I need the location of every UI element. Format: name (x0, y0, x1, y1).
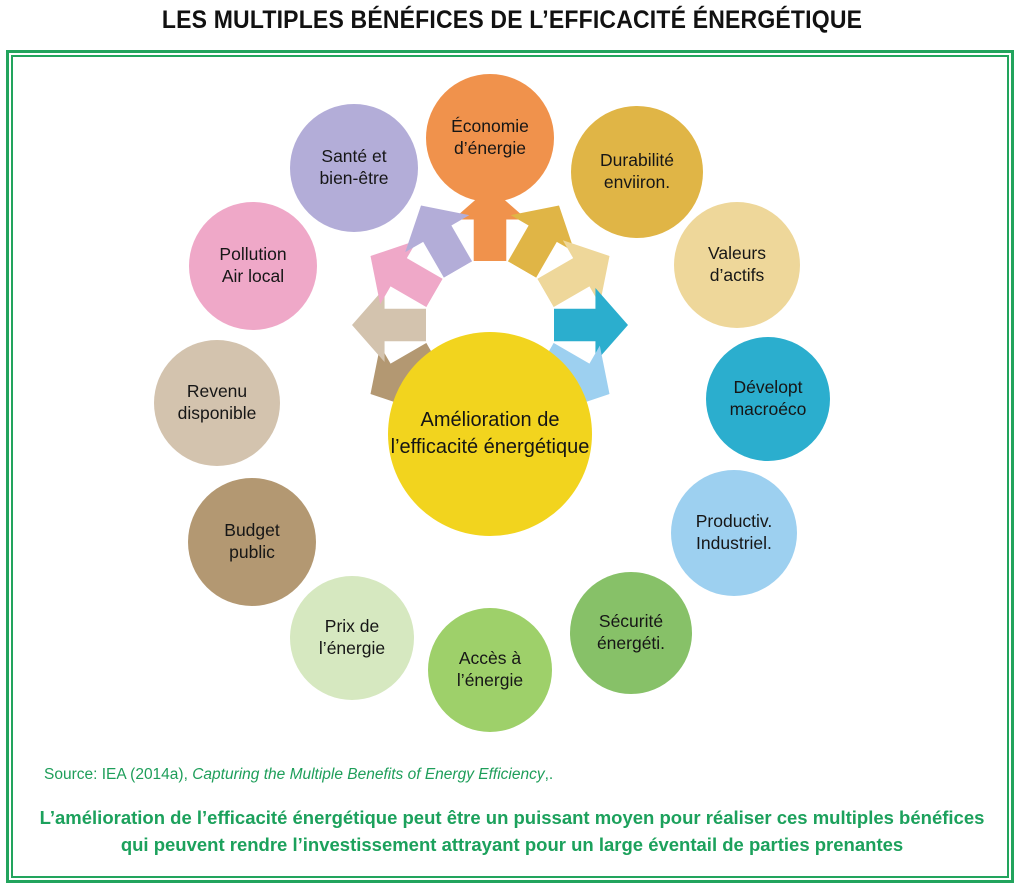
center-hub: Amélioration de l’efficacité énergétique (388, 332, 592, 536)
benefit-circle-label: Dévelopt macroéco (729, 377, 807, 419)
source-suffix: ,. (544, 766, 554, 783)
benefit-circle[interactable]: Prix de l’énergie (290, 576, 414, 700)
source-line: Source: IEA (2014a), Capturing the Multi… (44, 766, 553, 784)
benefit-circle-label: Revenu disponible (177, 381, 257, 423)
benefit-circle-label: Productiv. Industriel. (695, 511, 773, 553)
benefit-circle-label: Économie d’énergie (451, 116, 529, 158)
benefit-circle[interactable]: Productiv. Industriel. (671, 470, 797, 596)
benefit-circle-label: Sécurité énergéti. (596, 611, 666, 653)
benefit-circle-label: Prix de l’énergie (318, 616, 386, 658)
benefit-circle-label: Valeurs d’actifs (707, 243, 767, 285)
benefit-circle-label: Pollution Air local (219, 244, 287, 286)
benefit-circle[interactable]: Durabilité enviiron. (571, 106, 703, 238)
source-prefix: Source: IEA (2014a), (44, 766, 193, 783)
center-hub-label: Amélioration de l’efficacité énergétique (390, 409, 590, 458)
benefit-circle-label: Durabilité enviiron. (600, 150, 674, 192)
tagline: L’amélioration de l’efficacité énergétiq… (39, 807, 985, 855)
source-title: Capturing the Multiple Benefits of Energ… (192, 766, 545, 783)
inner-green-frame (11, 55, 1009, 878)
benefit-circle[interactable]: Sécurité énergéti. (570, 572, 692, 694)
outer-green-frame (6, 50, 1014, 883)
benefit-circle[interactable]: Pollution Air local (189, 202, 317, 330)
benefit-circle[interactable]: Santé et bien-être (290, 104, 418, 232)
benefit-circle[interactable]: Accès à l’énergie (428, 608, 552, 732)
benefit-circle[interactable]: Économie d’énergie (426, 74, 554, 202)
benefit-circle[interactable]: Budget public (188, 478, 316, 606)
benefit-circle-label: Accès à l’énergie (456, 648, 524, 690)
benefit-circle[interactable]: Revenu disponible (154, 340, 280, 466)
page-title: LES MULTIPLES BÉNÉFICES DE L’EFFICACITÉ … (161, 6, 863, 34)
benefit-circle[interactable]: Valeurs d’actifs (674, 202, 800, 328)
benefit-circle-label: Budget public (224, 520, 280, 562)
benefit-circle[interactable]: Dévelopt macroéco (706, 337, 830, 461)
benefit-circle-label: Santé et bien-être (319, 146, 389, 188)
